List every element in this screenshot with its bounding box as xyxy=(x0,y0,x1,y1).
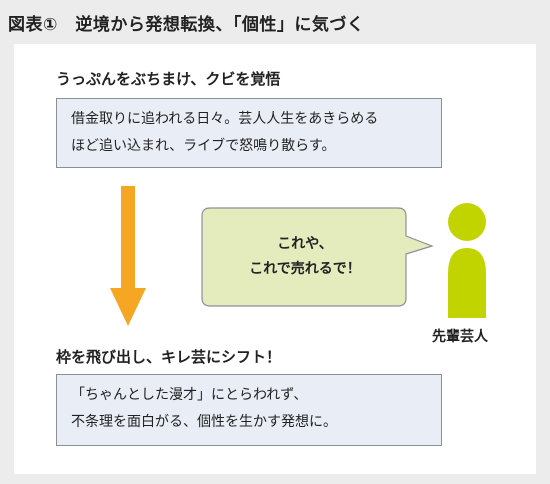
step1-description-box: 借金取りに追われる日々。芸人人生をあきらめる ほど追い込まれ、ライブで怒鳴り散ら… xyxy=(56,98,442,168)
step1-line: ほど追い込まれ、ライブで怒鳴り散らす。 xyxy=(71,138,336,154)
step2-description-box: 「ちゃんとした漫才」にとらわれず、 不条理を面白がる、個性を生かす発想に。 xyxy=(56,374,442,446)
person-icon xyxy=(448,203,486,318)
speech-line: これや、 xyxy=(277,236,333,252)
speech-bubble xyxy=(201,207,434,307)
speech-line: これで売れるで！ xyxy=(249,261,361,277)
step2-line: 「ちゃんとした漫才」にとらわれず、 xyxy=(71,387,308,403)
down-arrow xyxy=(110,186,146,326)
speech-bubble-text: これや、 これで売れるで！ xyxy=(202,232,408,282)
down-arrow-shaft xyxy=(121,186,135,288)
step1-line: 借金取りに追われる日々。芸人人生をあきらめる xyxy=(71,111,379,127)
person-body xyxy=(448,248,486,318)
speech-bubble-shape xyxy=(201,207,434,307)
down-arrow-head xyxy=(110,288,146,326)
figure-title: 図表① 逆境から発想転換、「個性」に気づく xyxy=(8,15,365,35)
step1-heading: うっぷんをぶちまけ、クビを覚悟 xyxy=(56,70,281,88)
step2-heading: 枠を飛び出し、キレ芸にシフト！ xyxy=(56,348,282,366)
step2-line: 不条理を面白がる、個性を生かす発想に。 xyxy=(71,414,337,430)
person-head xyxy=(448,203,486,241)
person-label: 先輩芸人 xyxy=(432,329,488,345)
